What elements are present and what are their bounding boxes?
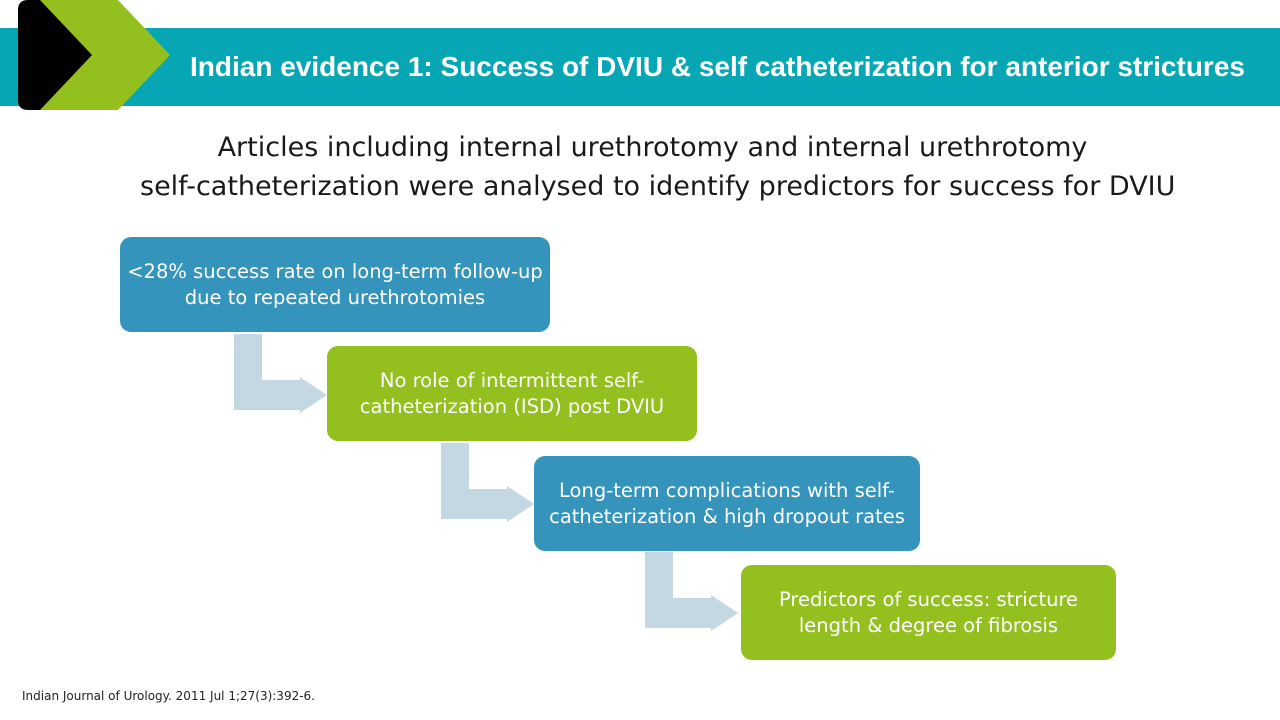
step-box-1: <28% success rate on long-term follow-up… [120,237,550,332]
step-3-line-1: Long-term complications with self- [559,478,895,502]
title-bar: Indian evidence 1: Success of DVIU & sel… [0,0,1280,110]
connector-arrow-3 [645,552,738,631]
connector-arrow-2 [441,443,534,522]
connector-arrow-1 [234,334,327,413]
slide-title: Indian evidence 1: Success of DVIU & sel… [190,51,1245,82]
step-box-4: Predictors of success: stricture length … [741,565,1116,660]
step-box-3: Long-term complications with self- cathe… [534,456,920,551]
step-3-line-2: catheterization & high dropout rates [549,504,905,528]
subtitle-line-1: Articles including internal urethrotomy … [217,132,1088,163]
citation-footnote: Indian Journal of Urology. 2011 Jul 1;27… [22,689,315,703]
step-2-line-1: No role of intermittent self- [379,368,645,392]
step-1-line-1: <28% success rate on long-term follow-up [127,259,543,283]
step-2-line-2: catheterization (ISD) post DVIU [359,394,665,418]
slide-subtitle: Articles including internal urethrotomy … [140,128,1176,206]
subtitle-line-2: self-catheterization were analysed to id… [140,171,1176,202]
chevron-logo-icon [18,0,170,110]
step-4-line-1: Predictors of success: stricture [778,587,1079,611]
step-4-line-2: length & degree of fibrosis [798,613,1059,637]
step-box-2: No role of intermittent self- catheteriz… [327,346,697,441]
step-1-line-2: due to repeated urethrotomies [184,285,486,309]
